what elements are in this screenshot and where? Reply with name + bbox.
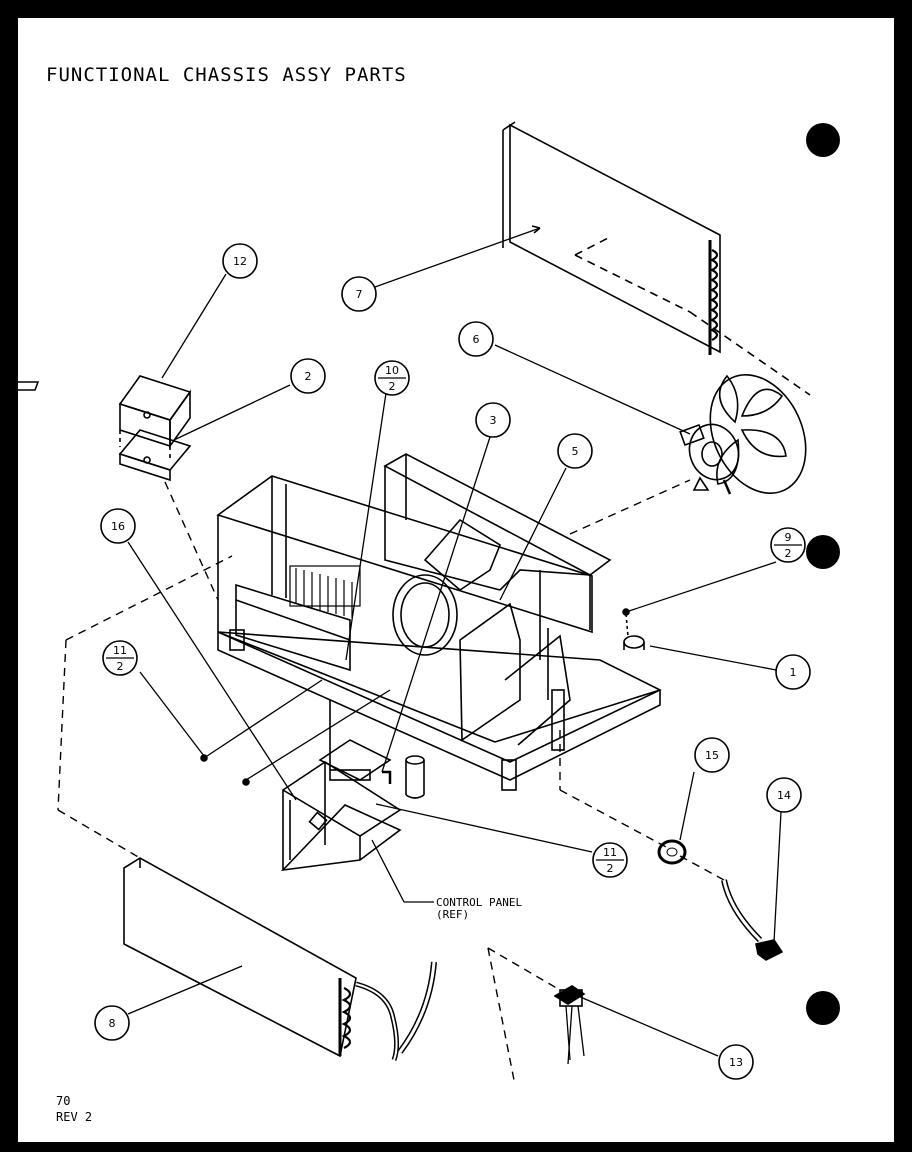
svg-text:13: 13	[729, 1056, 743, 1069]
binder-hole-top	[806, 123, 840, 157]
control-panel-face-part-2	[0, 429, 192, 482]
callout-9-over-2: 9 2	[770, 527, 806, 563]
evaporator-coil-part-8	[123, 857, 437, 1061]
svg-text:12: 12	[233, 255, 247, 268]
binder-hole-bottom	[806, 991, 840, 1025]
condenser-coil-part-7	[502, 121, 811, 396]
control-panel-ref-label: CONTROL PANEL	[436, 896, 522, 909]
callout-11-over-2-right: 11 2	[592, 842, 628, 878]
svg-text:5: 5	[572, 445, 579, 458]
svg-text:9: 9	[785, 531, 792, 544]
control-box	[280, 700, 402, 872]
callout-6: 6	[458, 321, 494, 357]
svg-text:2: 2	[305, 370, 312, 383]
svg-text:6: 6	[473, 333, 480, 346]
callout-7: 7	[341, 276, 377, 312]
svg-text:2: 2	[117, 660, 124, 673]
svg-text:11: 11	[113, 644, 127, 657]
grommet-part-15	[657, 839, 687, 865]
control-knob-assembly-part-12	[3, 375, 192, 460]
callout-2: 2	[290, 358, 326, 394]
control-panel-ref-sublabel: (REF)	[436, 908, 469, 921]
callout-1: 1	[775, 654, 811, 690]
svg-text:15: 15	[705, 749, 719, 762]
callout-12: 12	[222, 243, 258, 279]
chassis-base	[216, 475, 662, 791]
svg-text:2: 2	[607, 862, 614, 875]
callout-16: 16	[100, 508, 136, 544]
switch-part-1	[623, 613, 645, 650]
callout-3: 3	[475, 402, 511, 438]
svg-text:3: 3	[490, 414, 497, 427]
callout-15: 15	[694, 737, 730, 773]
revision-label: REV 2	[56, 1110, 93, 1124]
callout-11-over-2-left: 11 2	[102, 640, 138, 676]
svg-text:1: 1	[790, 666, 797, 679]
binder-hole-middle	[806, 535, 840, 569]
callout-5: 5	[557, 433, 593, 469]
svg-text:14: 14	[777, 789, 791, 802]
drain-hose-part-14	[721, 879, 784, 961]
svg-text:11: 11	[603, 846, 617, 859]
callout-14: 14	[766, 777, 802, 813]
svg-text:7: 7	[356, 288, 363, 301]
page-title: FUNCTIONAL CHASSIS ASSY PARTS	[46, 64, 407, 86]
svg-text:2: 2	[389, 380, 396, 393]
blower-shroud	[383, 453, 612, 660]
drawing-sheet	[18, 18, 894, 1142]
fan-motor-assembly-part-6	[679, 374, 807, 495]
svg-text:10: 10	[385, 364, 399, 377]
svg-text:16: 16	[111, 520, 125, 533]
svg-text:2: 2	[785, 547, 792, 560]
svg-text:8: 8	[109, 1017, 116, 1030]
callout-8: 8	[94, 1005, 130, 1041]
callout-13: 13	[718, 1044, 754, 1080]
capacitor-part-3	[382, 755, 425, 799]
divider-panel	[459, 602, 571, 751]
wire-connector-part-13	[553, 985, 586, 1065]
page-number: 70	[56, 1094, 71, 1108]
callout-10-over-2: 10 2	[374, 360, 410, 396]
